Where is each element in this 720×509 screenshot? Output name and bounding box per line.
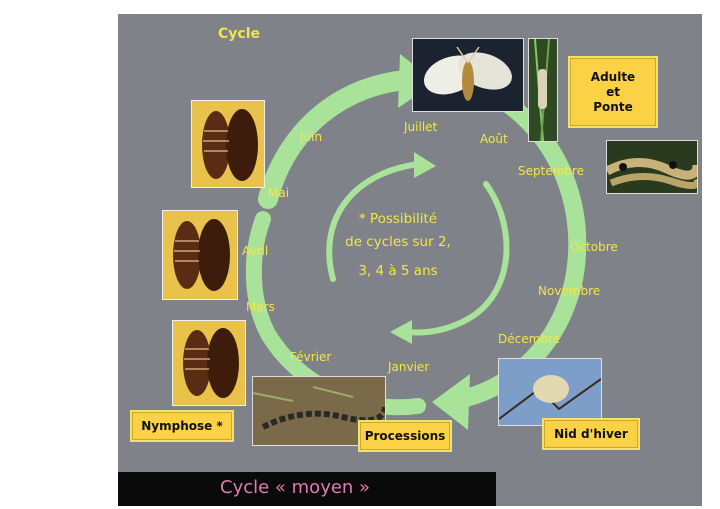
adult-label-line2: et xyxy=(606,84,620,99)
nymphose-label: Nymphose * xyxy=(141,419,223,433)
adult-ponte-box: Adulte et Ponte xyxy=(568,56,658,128)
month-mai: Mai xyxy=(268,186,290,200)
caterpillars-photo xyxy=(606,140,698,194)
inner-arrow-bottom xyxy=(405,181,510,336)
center-note-line2: de cycles sur 2, xyxy=(345,234,451,250)
pupa-photo-1 xyxy=(191,100,265,188)
center-note: * Possibilité de cycles sur 2, 3, 4 à 5 … xyxy=(318,208,478,283)
month-septembre: Septembre xyxy=(518,164,585,178)
center-note-line1: * Possibilité xyxy=(358,211,438,227)
winter-nest-photo xyxy=(498,358,602,426)
nid-hiver-label: Nid d'hiver xyxy=(554,427,628,441)
footer-bar: Cycle « moyen » xyxy=(118,472,496,506)
inner-arrow-top xyxy=(326,161,421,282)
diagram-title: Cycle xyxy=(218,26,260,42)
month-juin: Juin xyxy=(300,130,323,144)
processions-label: Processions xyxy=(364,429,446,443)
adult-label-line3: Ponte xyxy=(593,99,633,114)
inner-arrowhead-top xyxy=(414,152,436,178)
adult-label-line1: Adulte xyxy=(590,69,636,84)
footer-title: Cycle « moyen » xyxy=(220,477,371,498)
nid-hiver-box: Nid d'hiver xyxy=(542,418,640,450)
month-aout: Août xyxy=(480,132,508,146)
processions-box: Processions xyxy=(358,420,452,452)
outer-arrowhead-bottom xyxy=(432,374,470,430)
inner-arrowhead-bottom xyxy=(390,320,412,344)
month-decembre: Décembre xyxy=(498,332,560,346)
month-juillet: Juillet xyxy=(404,120,438,134)
pupa-photo-2 xyxy=(162,210,238,300)
outer-arrow-top xyxy=(258,70,418,209)
month-novembre: Novembre xyxy=(538,284,601,298)
adult-moth-photo xyxy=(412,38,524,112)
month-mars: Mars xyxy=(246,300,275,314)
pupa-photo-3 xyxy=(172,320,246,406)
month-avril: Avril xyxy=(242,244,269,258)
month-janvier: Janvier xyxy=(388,360,430,374)
month-fevrier: Février xyxy=(290,350,332,364)
slide: Cycle Adulte et Ponte xyxy=(118,14,702,506)
month-octobre: Octobre xyxy=(570,240,618,254)
outer-arrow-right xyxy=(454,95,587,408)
egg-pine-photo xyxy=(528,38,558,142)
nymphose-box: Nymphose * xyxy=(130,410,234,442)
center-note-line3: 3, 4 à 5 ans xyxy=(358,263,438,279)
